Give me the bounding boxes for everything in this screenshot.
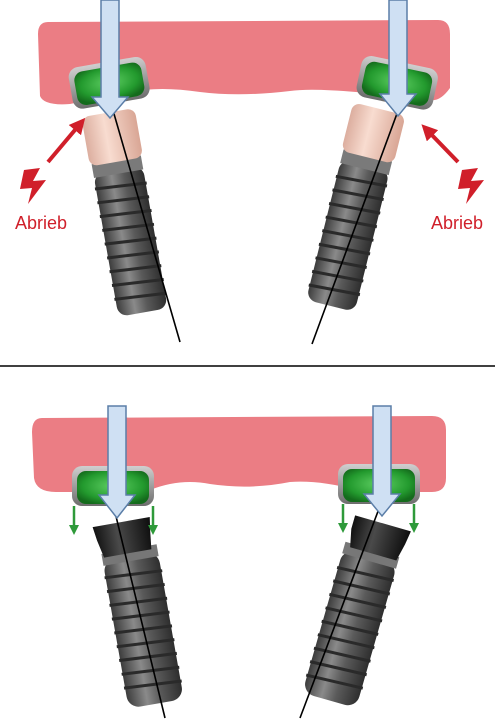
abutment-pink <box>82 109 142 166</box>
abutment-black <box>350 515 411 561</box>
abrasion-label-left: Abrieb <box>15 213 68 233</box>
bottom-panel <box>32 405 446 719</box>
abutment-black <box>92 517 152 558</box>
abutment-pink <box>342 104 404 163</box>
lightning-icon-left <box>20 168 46 204</box>
implant-right-bottom <box>305 515 411 706</box>
abrasion-arrow-left <box>46 117 86 164</box>
axis-line <box>109 99 181 343</box>
force-arrow-right <box>378 0 418 118</box>
abrasion-label-right: Abrieb <box>431 213 484 233</box>
force-arrow-left <box>97 405 137 520</box>
axis-line <box>113 507 166 719</box>
implant-right-top <box>308 104 404 310</box>
force-arrow-left <box>90 0 130 120</box>
abrasion-arrow-right <box>421 124 460 164</box>
top-panel <box>20 0 484 345</box>
force-arrow-right <box>362 405 402 518</box>
implant-left-top <box>82 109 167 316</box>
axis-line <box>311 99 403 345</box>
axis-line <box>299 505 381 719</box>
lightning-icon-right <box>458 168 484 204</box>
